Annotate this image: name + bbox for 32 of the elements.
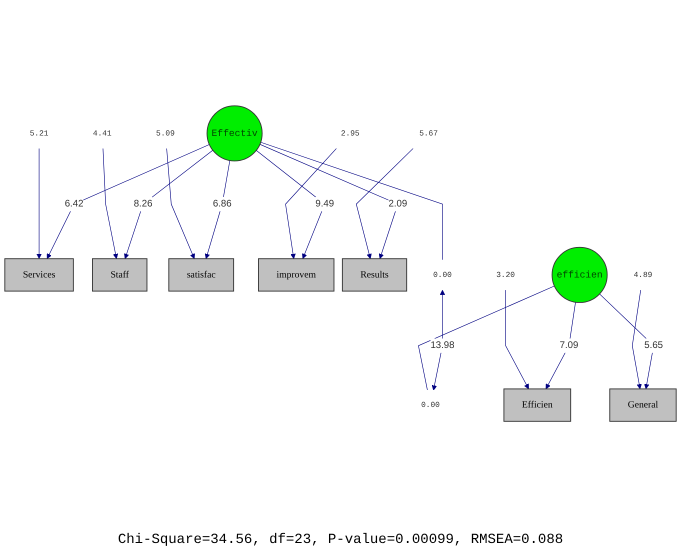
node-box: satisfac	[168, 258, 234, 292]
arrow	[546, 302, 576, 390]
node-box: Results	[342, 258, 408, 292]
arrow	[285, 148, 337, 260]
arrow	[632, 290, 642, 390]
arrow	[166, 148, 195, 260]
node-box: General	[609, 388, 677, 422]
node-box: improvem	[258, 258, 334, 292]
node-box: Efficien	[503, 388, 572, 422]
edge-label: 2.09	[388, 199, 408, 210]
node-circle: Effectiv	[206, 106, 263, 162]
arrow	[599, 294, 654, 390]
node-box: Staff	[92, 258, 148, 292]
connector	[260, 142, 443, 261]
edge-label: 9.49	[315, 199, 334, 210]
arrow	[356, 148, 414, 260]
arrow	[260, 144, 398, 260]
edge-label: 7.09	[560, 340, 578, 351]
arrow	[505, 290, 529, 390]
arrow	[204, 160, 230, 260]
edge-label: 8.26	[134, 199, 152, 210]
node-box: Services	[4, 258, 74, 292]
edge-label: 5.65	[644, 340, 663, 351]
edge-label: 6.86	[212, 199, 232, 210]
edge-label: 6.42	[64, 199, 84, 210]
arrow	[124, 150, 214, 260]
arrow	[46, 144, 210, 260]
arrow	[102, 148, 118, 260]
node-circle: efficien	[552, 247, 608, 304]
edge-label: 13.98	[430, 340, 454, 351]
fit-statistics-caption: Chi-Square=34.56, df=23, P-value=0.00099, RMSEA=0.088	[118, 531, 564, 550]
arrow	[36, 148, 42, 260]
